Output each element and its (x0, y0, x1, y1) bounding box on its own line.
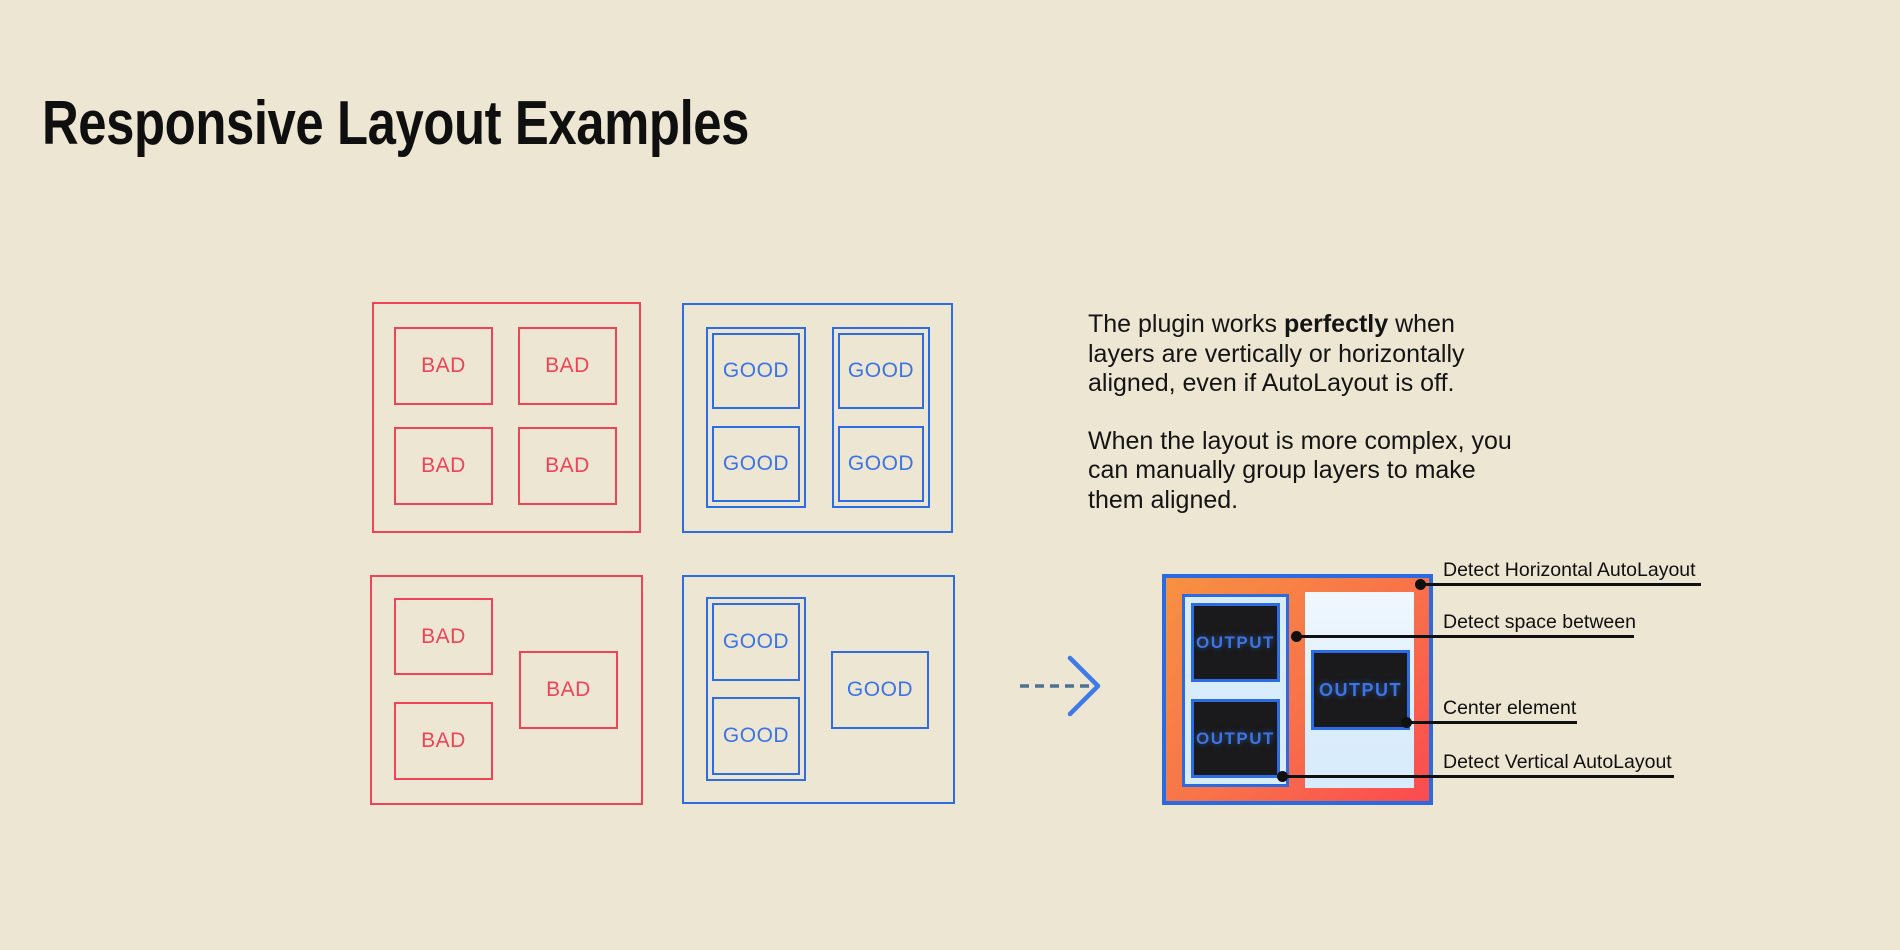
good-box: GOOD (712, 333, 800, 409)
annotation-label-horizontal-autolayout: Detect Horizontal AutoLayout (1443, 559, 1696, 581)
autolayout-result-frame: OUTPUT OUTPUT OUTPUT (1162, 574, 1433, 805)
annotation-label-vertical-autolayout: Detect Vertical AutoLayout (1443, 751, 1672, 773)
good-group: GOOD GOOD (706, 597, 806, 781)
good-grid-aligned-container: GOOD GOOD GOOD GOOD (682, 303, 953, 533)
bad-box: BAD (518, 427, 617, 505)
annotation-line-space-between (1297, 635, 1634, 638)
annotation-dot-vertical-autolayout (1277, 771, 1288, 782)
annotation-line-center-element (1407, 721, 1577, 724)
bad-box: BAD (518, 327, 617, 405)
good-complex-container: GOOD GOOD GOOD (682, 575, 955, 804)
annotation-line-vertical-autolayout (1283, 775, 1674, 778)
good-box: GOOD (838, 426, 924, 502)
bad-box: BAD (394, 427, 493, 505)
bad-complex-container: BAD BAD BAD (370, 575, 643, 805)
bad-box: BAD (519, 651, 618, 729)
good-group: GOOD GOOD (832, 327, 930, 508)
good-box: GOOD (712, 603, 800, 681)
transform-arrow-icon (1020, 655, 1101, 717)
bad-box: BAD (394, 327, 493, 405)
annotation-label-center-element: Center element (1443, 697, 1577, 719)
bad-box: BAD (394, 598, 493, 675)
annotation-line-horizontal-autolayout (1421, 583, 1701, 586)
description-paragraph-2: When the layout is more complex, you can… (1088, 426, 1512, 514)
description-bold-word: perfectly (1283, 310, 1389, 338)
good-box: GOOD (712, 697, 800, 775)
good-group: GOOD GOOD (706, 327, 806, 508)
description-paragraph-1: The plugin works perfectly when layers a… (1088, 310, 1465, 397)
annotation-dot-horizontal-autolayout (1415, 579, 1426, 590)
annotation-dot-center-element (1401, 717, 1412, 728)
good-box: GOOD (838, 333, 924, 409)
annotation-label-space-between: Detect space between (1443, 611, 1636, 633)
good-box: GOOD (831, 651, 929, 729)
output-box-centered: OUTPUT (1311, 650, 1410, 730)
description-text: The plugin works perfectly when layers a… (1088, 310, 1568, 515)
vertical-autolayout-group: OUTPUT OUTPUT (1182, 594, 1289, 787)
page-title: Responsive Layout Examples (42, 88, 750, 158)
bad-box: BAD (394, 702, 493, 780)
good-box: GOOD (712, 426, 800, 502)
annotation-dot-space-between (1291, 631, 1302, 642)
bad-grid-aligned-container: BAD BAD BAD BAD (372, 302, 641, 533)
output-box: OUTPUT (1191, 699, 1280, 778)
output-box: OUTPUT (1191, 603, 1280, 682)
